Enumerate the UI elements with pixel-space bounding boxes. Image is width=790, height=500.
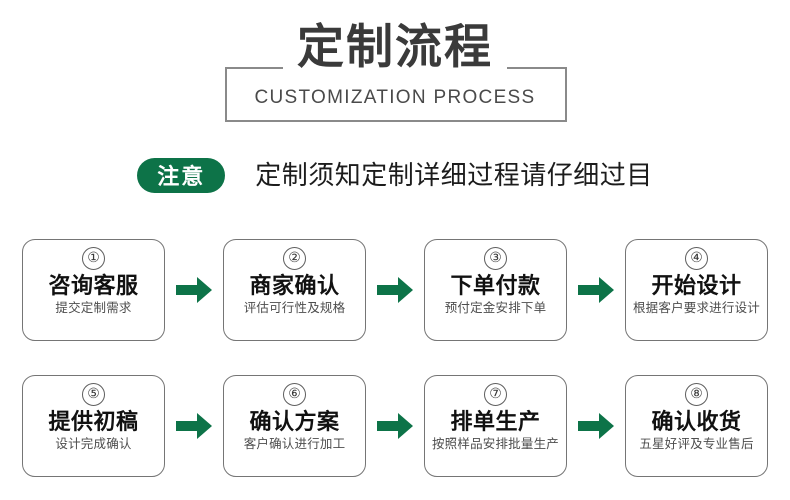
step-title-3: 下单付款: [450, 273, 541, 298]
flow-arrow-6: [366, 375, 424, 477]
step-subtitle-5: 设计完成确认: [55, 437, 132, 451]
step-box-2[interactable]: ② 商家确认 评估可行性及规格: [223, 239, 366, 341]
process-flow: ① 咨询客服 提交定制需求 ② 商家确认 评估可行性及规格 ③ 下单付款 预付定…: [0, 222, 790, 494]
step-box-8[interactable]: ⑧ 确认收货 五星好评及专业售后: [625, 375, 768, 477]
process-flow-row-2: ⑤ 提供初稿 设计完成确认 ⑥ 确认方案 客户确认进行加工 ⑦ 排单生产 按照样…: [0, 358, 790, 494]
notice-badge: 注意: [137, 157, 226, 193]
step-box-7[interactable]: ⑦ 排单生产 按照样品安排批量生产: [424, 375, 567, 477]
step-number-6: ⑥: [283, 383, 306, 406]
step-number-8: ⑧: [685, 383, 708, 406]
arrow-right-icon: [176, 277, 212, 303]
step-box-3[interactable]: ③ 下单付款 预付定金安排下单: [424, 239, 567, 341]
step-subtitle-3: 预付定金安排下单: [444, 301, 547, 315]
step-title-2: 商家确认: [249, 273, 340, 298]
step-subtitle-1: 提交定制需求: [55, 301, 132, 315]
page-title-text: 定制流程: [283, 22, 507, 72]
flow-arrow-5: [165, 375, 223, 477]
page-header: 定制流程 CUSTOMIZATION PROCESS: [0, 0, 790, 140]
step-subtitle-2: 评估可行性及规格: [243, 301, 346, 315]
step-box-6[interactable]: ⑥ 确认方案 客户确认进行加工: [223, 375, 366, 477]
arrow-right-icon: [176, 413, 212, 439]
step-number-1: ①: [82, 247, 105, 270]
step-box-5[interactable]: ⑤ 提供初稿 设计完成确认: [22, 375, 165, 477]
step-subtitle-8: 五星好评及专业售后: [639, 437, 754, 451]
flow-arrow-7: [567, 375, 625, 477]
step-number-3: ③: [484, 247, 507, 270]
arrow-right-icon: [377, 277, 413, 303]
step-title-6: 确认方案: [249, 409, 340, 434]
arrow-right-icon: [377, 413, 413, 439]
step-title-7: 排单生产: [450, 409, 541, 434]
page-subtitle: CUSTOMIZATION PROCESS: [254, 87, 536, 108]
step-title-4: 开始设计: [651, 273, 742, 298]
process-flow-row-1: ① 咨询客服 提交定制需求 ② 商家确认 评估可行性及规格 ③ 下单付款 预付定…: [0, 222, 790, 358]
notice-text: 定制须知定制详细过程请仔细过目: [255, 160, 653, 190]
notice-row: 注意 定制须知定制详细过程请仔细过目: [0, 152, 790, 198]
arrow-right-icon: [578, 413, 614, 439]
flow-arrow-1: [165, 239, 223, 341]
step-box-4[interactable]: ④ 开始设计 根据客户要求进行设计: [625, 239, 768, 341]
page-title: 定制流程: [0, 22, 790, 72]
step-box-1[interactable]: ① 咨询客服 提交定制需求: [22, 239, 165, 341]
step-title-8: 确认收货: [651, 409, 742, 434]
step-number-2: ②: [283, 247, 306, 270]
step-subtitle-4: 根据客户要求进行设计: [632, 301, 760, 315]
step-number-5: ⑤: [82, 383, 105, 406]
step-title-1: 咨询客服: [48, 273, 139, 298]
step-subtitle-7: 按照样品安排批量生产: [431, 437, 559, 451]
step-title-5: 提供初稿: [48, 409, 139, 434]
step-subtitle-6: 客户确认进行加工: [243, 437, 346, 451]
step-number-4: ④: [685, 247, 708, 270]
step-number-7: ⑦: [484, 383, 507, 406]
arrow-right-icon: [578, 277, 614, 303]
flow-arrow-2: [366, 239, 424, 341]
flow-arrow-3: [567, 239, 625, 341]
